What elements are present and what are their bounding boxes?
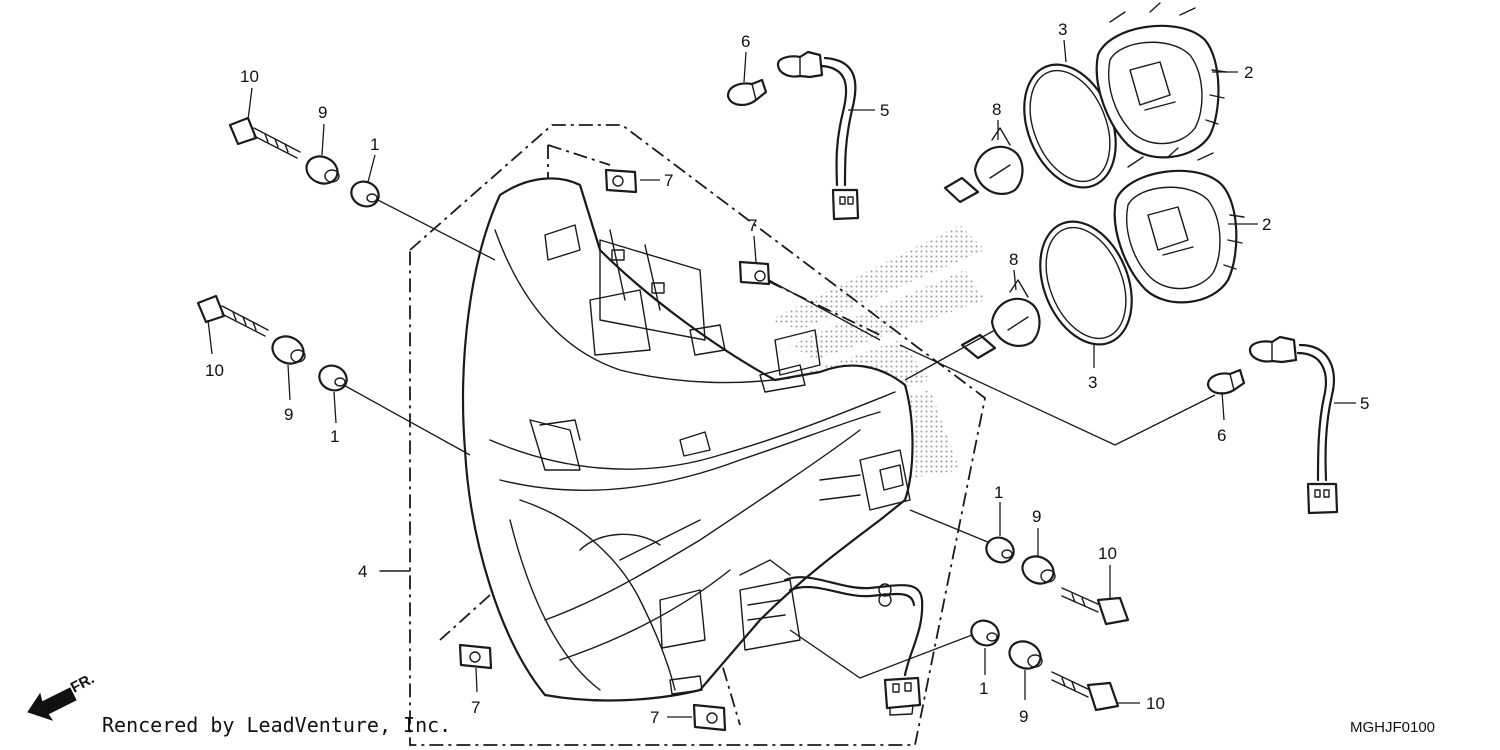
clip-nut-lower-left [458, 643, 493, 670]
callout-6: 6 [741, 32, 750, 51]
callout-9: 9 [284, 405, 293, 424]
callout-1: 1 [370, 135, 379, 154]
clip-nut-upper [604, 168, 638, 194]
credit-text: Rencered by LeadVenture, Inc. [102, 713, 451, 737]
mounting-bolt-mid-left [196, 294, 269, 337]
callout-7: 7 [664, 171, 673, 190]
collar-lower-right [970, 619, 1000, 647]
callout-3: 3 [1088, 373, 1097, 392]
leader-lines [339, 196, 1216, 679]
callout-5: 5 [880, 101, 889, 120]
dust-cover-lower [1113, 147, 1245, 304]
callout-2: 2 [1262, 215, 1271, 234]
grommet-mid-left [271, 335, 306, 365]
callout-7: 7 [650, 708, 659, 727]
seal-ring-lower [1039, 220, 1133, 346]
callout-labels: 10 9 1 10 9 1 6 5 7 7 3 2 8 2 8 3 5 6 4 … [205, 20, 1369, 727]
dust-cover-upper [1095, 2, 1227, 159]
mounting-bolt-upper-left [228, 116, 301, 159]
mounting-bolt-lower-right [1051, 671, 1120, 712]
front-direction-marker: FR. [27, 670, 97, 721]
callout-3: 3 [1058, 20, 1067, 39]
callout-7: 7 [471, 698, 480, 717]
diagram-code: MGHJF0100 [1350, 719, 1435, 736]
callout-10: 10 [205, 361, 224, 380]
callout-4: 4 [358, 562, 367, 581]
collar-mid-right [985, 536, 1015, 564]
grommet-lower-right [1008, 640, 1043, 670]
bulb-socket-harness-lower [1248, 335, 1339, 515]
callout-8: 8 [1009, 250, 1018, 269]
callout-10: 10 [240, 67, 259, 86]
collar-mid-left [318, 364, 348, 392]
headlight-bulb-upper [943, 127, 1024, 204]
callout-8: 8 [992, 100, 1001, 119]
grommet-upper-left [305, 155, 340, 185]
collar-upper-left [350, 180, 380, 208]
callout-1: 1 [979, 679, 988, 698]
callout-10: 10 [1146, 694, 1165, 713]
callout-9: 9 [1019, 707, 1028, 726]
callout-1: 1 [994, 483, 1003, 502]
callout-10: 10 [1098, 544, 1117, 563]
callout-5: 5 [1360, 394, 1369, 413]
callout-1: 1 [330, 427, 339, 446]
callout-ticks [207, 39, 1356, 718]
clip-nut-mid [738, 260, 771, 286]
position-bulb-lower [1206, 368, 1246, 395]
headlight-harness [783, 576, 924, 716]
headlight-unit [461, 177, 914, 702]
callout-2: 2 [1244, 63, 1253, 82]
grommet-mid-right [1021, 555, 1056, 585]
position-bulb-upper [726, 78, 768, 106]
callout-9: 9 [1032, 507, 1041, 526]
headlight-bulb-lower [960, 279, 1041, 360]
assembly-boundary [409, 124, 986, 746]
mounting-bolt-mid-right [1061, 587, 1130, 626]
callout-9: 9 [318, 103, 327, 122]
bulb-socket-harness-upper [776, 50, 860, 221]
callout-7: 7 [748, 216, 757, 235]
clip-nut-bottom [692, 703, 727, 732]
callout-6: 6 [1217, 426, 1226, 445]
